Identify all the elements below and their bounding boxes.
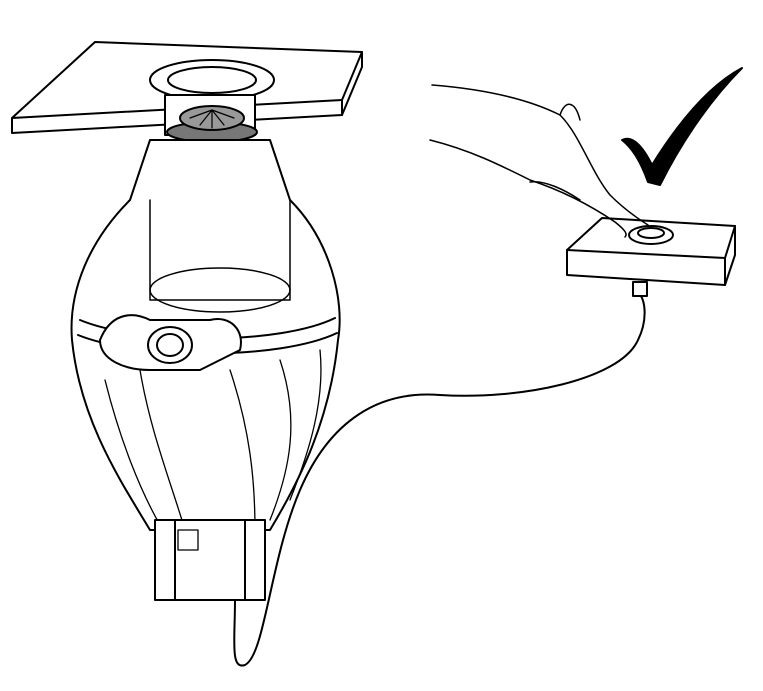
- air-hose: [233, 294, 646, 667]
- check-mark-icon: [621, 67, 743, 186]
- disposer-body: [70, 139, 341, 601]
- air-switch: [566, 217, 736, 297]
- dishwasher-inlet: [99, 314, 242, 371]
- hand: [429, 84, 649, 238]
- sink-flange: [149, 59, 275, 143]
